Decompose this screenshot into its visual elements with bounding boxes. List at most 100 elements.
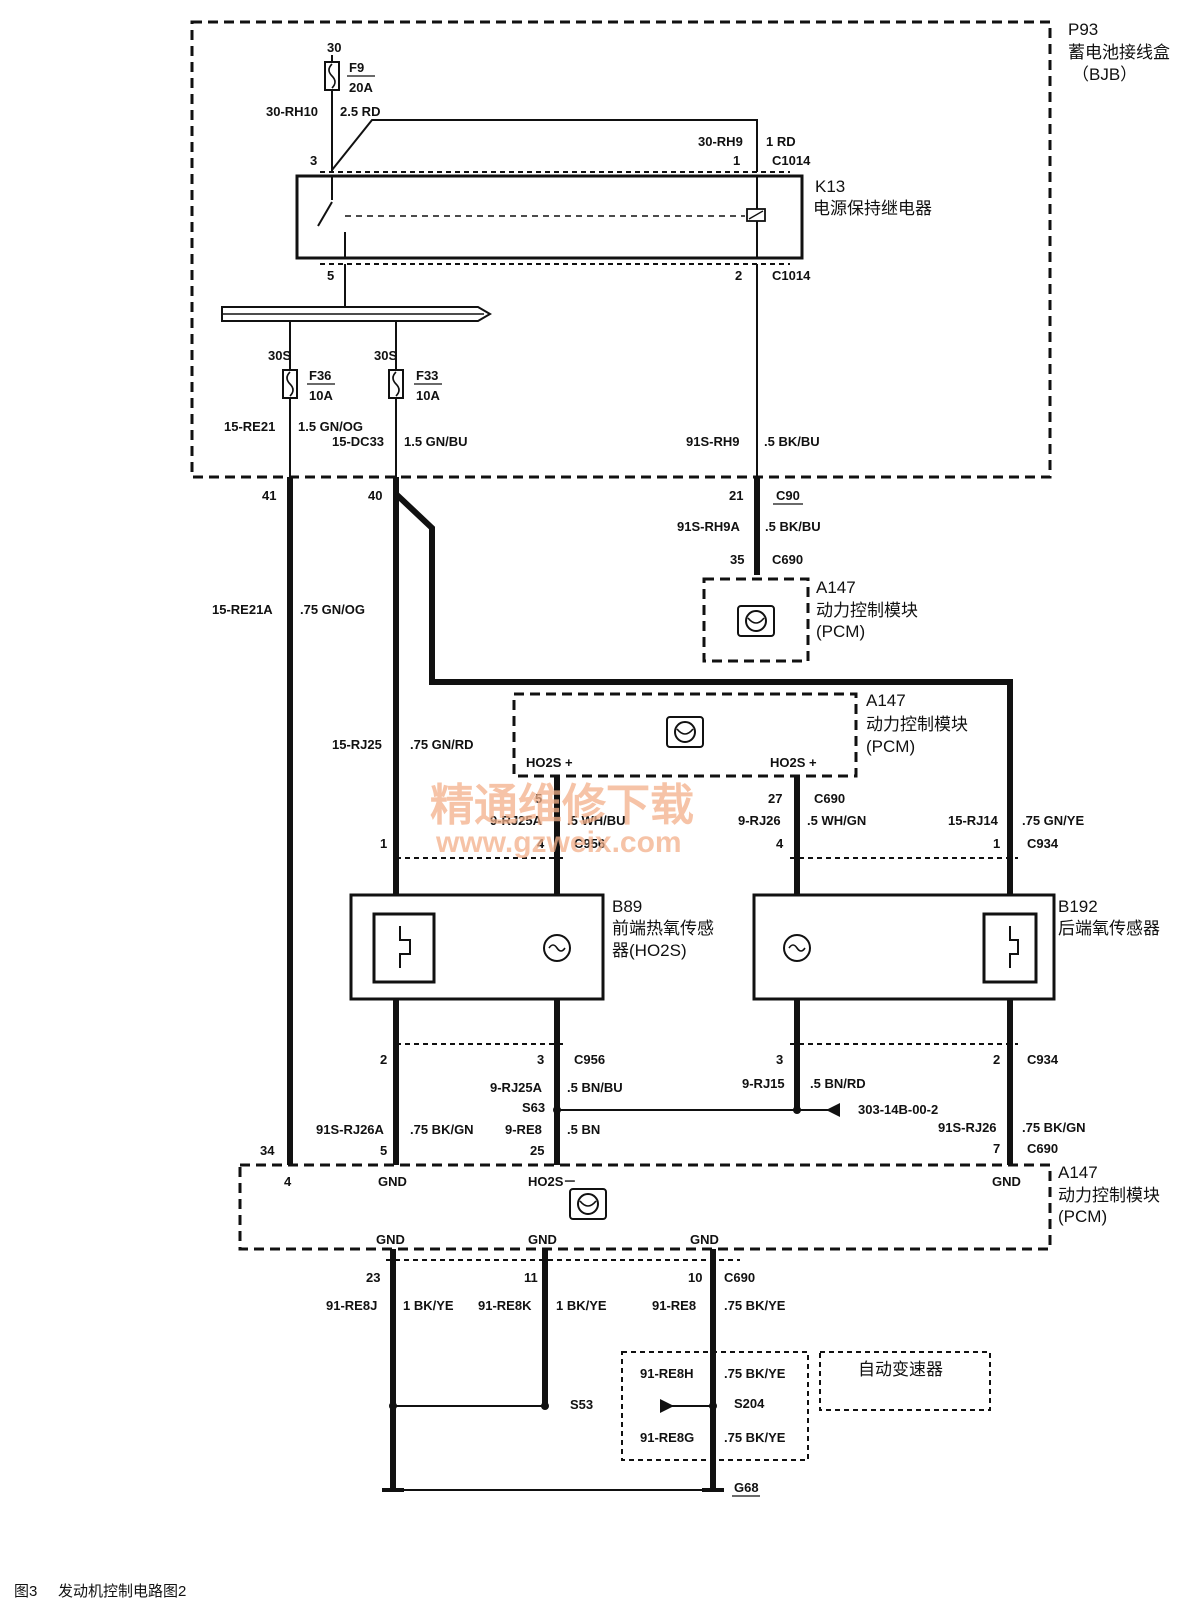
lower-pin2b: 2 [993,1052,1000,1067]
sensor-b192-icon [783,934,811,962]
lower-pin3a: 3 [537,1052,544,1067]
lower-w3-code: 91S-RJ26A [316,1122,385,1137]
k13-pin3: 3 [310,153,317,168]
pcm-top-conn: C690 [772,552,803,567]
f36-id: F36 [309,368,331,383]
pcm-mid-conn-c934: C934 [1027,836,1059,851]
f9-rating: 20A [349,80,373,95]
pcm-bottom-abbr: (PCM) [1058,1207,1107,1226]
ground-w4-code: 91-RE8H [640,1366,693,1381]
b192-id: B192 [1058,897,1098,916]
pcm-bottom-pin4: 4 [284,1174,292,1189]
f36-wire-spec: 1.5 GN/OG [298,419,363,434]
bjb-id: P93 [1068,20,1098,39]
c90-conn: C90 [776,488,800,503]
pcm-module-icon [666,716,704,748]
lower-w3-spec: .75 BK/GN [410,1122,474,1137]
lower-w1-code: 9-RJ25A [490,1080,543,1095]
ground-s204: S204 [734,1396,765,1411]
auto-trans-box [819,1351,991,1411]
ground-w1-code: 91-RE8J [326,1298,377,1313]
lower-w2-code: 9-RJ15 [742,1076,785,1091]
pcm-mid-wire3-code: 9-RJ26 [738,813,781,828]
ground-w1-spec: 1 BK/YE [403,1298,454,1313]
lower-pin3b: 3 [776,1052,783,1067]
lower-w4-code: 9-RE8 [505,1122,542,1137]
c90-pin41: 41 [262,488,276,503]
lower-ref: 303-14B-00-2 [858,1102,938,1117]
f33-rating: 10A [416,388,440,403]
pcm-mid-wire2-spec: .5 WH/BU [567,813,626,828]
lower-pin7: 7 [993,1141,1000,1156]
pcm-top-pin: 35 [730,552,744,567]
pcm-top-abbr: (PCM) [816,622,865,641]
pcm-mid-wire4-spec: .75 GN/YE [1022,813,1084,828]
pcm-bottom-name: 动力控制模块 [1058,1186,1160,1205]
ground-trans: 自动变速器 [858,1360,943,1379]
f9-pin: 30 [327,40,341,55]
lower-s63: S63 [522,1100,545,1115]
heater-b89-icon [372,912,436,984]
pcm-top-wire-spec: .5 BK/BU [765,519,821,534]
c90-pin40: 40 [368,488,382,503]
pcm-bottom-id: A147 [1058,1163,1098,1182]
lower-pin2a: 2 [380,1052,387,1067]
ground-pin10: 10 [688,1270,702,1285]
ground-w5-spec: .75 BK/YE [724,1430,786,1445]
pcm-mid-pin5: 5 [535,791,542,806]
caption-fig: 图3 [14,1583,37,1600]
pcm-mid-ho2s-right: HO2S + [770,755,817,770]
f33-pin: 30S [374,348,397,363]
watermark-text: 精通维修下载 [430,781,694,830]
b192-name: 后端氧传感器 [1058,919,1160,938]
lower-w4-spec: .5 BN [567,1122,600,1137]
ground-w3-code: 91-RE8 [652,1298,696,1313]
ground-pin23: 23 [366,1270,380,1285]
ref-arrow-icon [660,1399,674,1413]
b89-name1: 前端热氧传感 [612,919,714,938]
f36-rating: 10A [309,388,333,403]
pcm-mid-pin4b: 4 [776,836,784,851]
pcm-mid-ho2s-left: HO2S + [526,755,573,770]
sensor-b89-icon [543,934,571,962]
pcm-top-wire-code: 91S-RH9A [677,519,740,534]
bjb-box [190,20,1052,479]
ground-s53: S53 [570,1397,593,1412]
relay-out-wire-spec: .5 BK/BU [764,434,820,449]
lower-pin25: 25 [530,1143,544,1158]
b89-id: B89 [612,897,642,916]
pcm-module-icon [569,1188,607,1220]
k13-top-wire-spec: 1 RD [766,134,796,149]
pcm-bottom-gnd3: GND [376,1232,405,1247]
watermark-url: www.gzweix.com [435,826,682,859]
f36-wire-code: 15-RE21 [224,419,275,434]
lower-w5-spec: .75 BK/GN [1022,1120,1086,1135]
caption-text: 发动机控制电路图2 [58,1583,186,1600]
pcm-mid-conn-c956: C956 [574,836,605,851]
pcm-bottom-gnd1: GND [378,1174,407,1189]
pcm-top-name: 动力控制模块 [816,601,918,620]
ground-g68: G68 [734,1480,759,1495]
relay-switch-icon [317,201,333,227]
pcm-bottom-gnd5: GND [690,1232,719,1247]
lower-pin34: 34 [260,1143,275,1158]
bjb-name: 蓄电池接线盒 [1068,43,1170,62]
lower-w1-spec: .5 BN/BU [567,1080,623,1095]
relay-out-wire-code: 91S-RH9 [686,434,739,449]
left-wire-code: 15-RE21A [212,602,273,617]
pcm-top-id: A147 [816,578,856,597]
f33-id: F33 [416,368,438,383]
sensor-b192-box [752,893,1056,1001]
ground-pin11: 11 [524,1270,538,1285]
pcm-mid-pin4a: 4 [537,836,545,851]
f9-id: F9 [349,60,364,75]
lower-w5-code: 91S-RJ26 [938,1120,997,1135]
k13-top-wire-code: 30-RH9 [698,134,743,149]
pcm-mid-name: 动力控制模块 [866,715,968,734]
ground-w3-spec: .75 BK/YE [724,1298,786,1313]
pcm-mid-pin1b: 1 [993,836,1000,851]
pcm-module-icon [737,605,775,637]
ground-w2-spec: 1 BK/YE [556,1298,607,1313]
lower-conn-c690: C690 [1027,1141,1058,1156]
